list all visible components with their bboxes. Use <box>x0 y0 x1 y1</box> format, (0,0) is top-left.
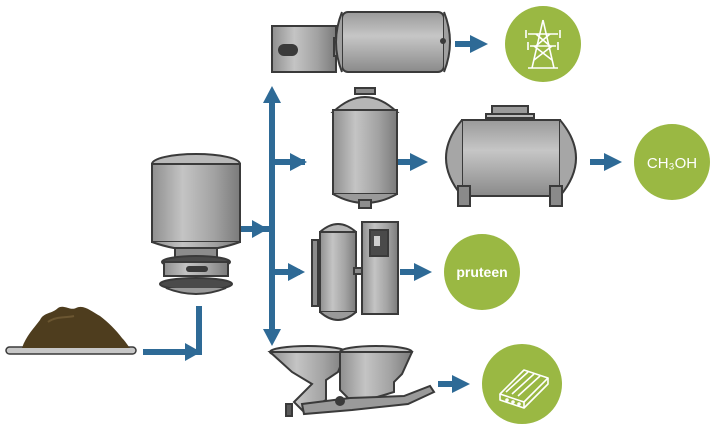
arrowhead-manifold-top <box>263 86 281 103</box>
output-protein: pruteen <box>444 234 520 310</box>
arrowhead-methanol <box>604 153 622 171</box>
storage-tank-vertical <box>330 87 400 209</box>
dryer-unit <box>311 221 399 321</box>
feedstock-tray <box>5 346 137 355</box>
arrowhead-big-tank <box>410 153 428 171</box>
protein-label: pruteen <box>456 264 507 280</box>
feedstock-heap <box>22 306 130 348</box>
wood-board-icon <box>499 369 549 409</box>
arrowhead-dryer <box>288 263 305 281</box>
feedstock-highlight <box>47 315 75 323</box>
reactor <box>151 153 241 295</box>
storage-tank-horizontal <box>445 105 577 207</box>
arrowhead-board <box>452 375 470 393</box>
hopper-press-unit <box>267 345 436 417</box>
arrowhead-reactor-out <box>252 220 268 238</box>
arrowhead-protein <box>414 263 432 281</box>
output-methanol: CH₃OH <box>634 124 710 200</box>
feed-pipe <box>143 306 202 355</box>
arrow-heads <box>185 35 622 393</box>
power-pylon-icon <box>525 19 561 69</box>
output-electricity <box>505 6 581 82</box>
arrowhead-manifold-bottom <box>263 329 281 346</box>
feedstock-pile <box>5 306 137 355</box>
arrowhead-electricity <box>470 35 488 53</box>
methanol-label: CH₃OH <box>647 155 697 172</box>
arrowhead-storage <box>290 153 307 171</box>
generator-unit <box>271 11 451 73</box>
arrowhead-feed <box>185 343 201 361</box>
output-board <box>482 344 562 424</box>
